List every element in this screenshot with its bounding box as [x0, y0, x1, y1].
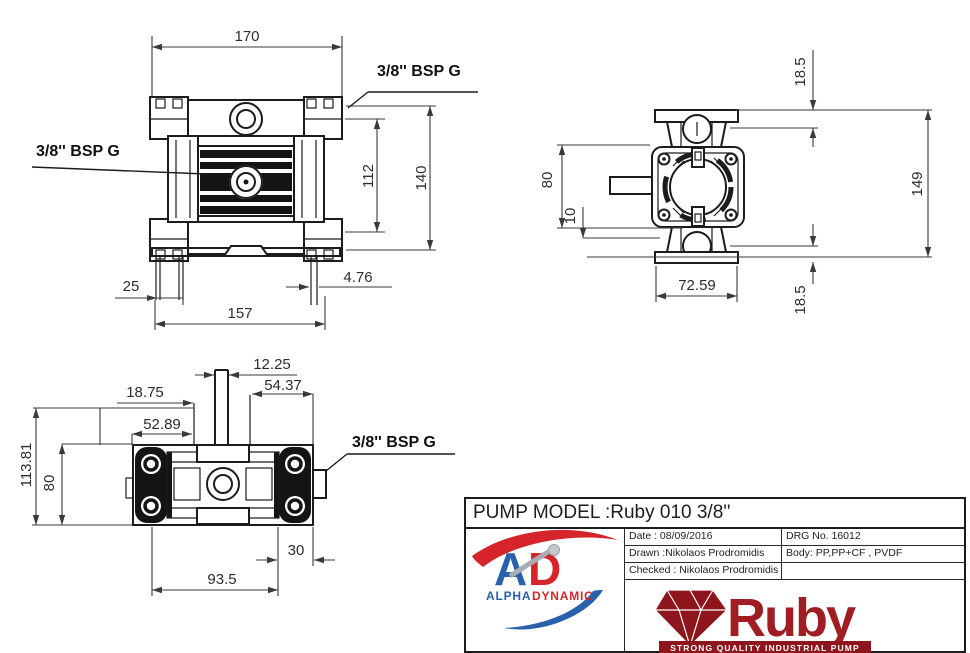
alphadynamic-red-swoosh [472, 529, 618, 567]
pump-model-title: PUMP MODEL :Ruby 010 3/8'' [466, 499, 964, 529]
side-dim-body-height: 80 [539, 172, 556, 189]
ruby-diamond-icon [654, 589, 728, 647]
alphadynamic-word-dynamic: DYNAMIC [532, 589, 594, 603]
title-block-row: Date : 08/09/2016 DRG No. 16012 [625, 529, 964, 546]
side-dim-height-overall: 149 [909, 171, 926, 196]
front-view: 170 112 140 3/8'' BSP G 3/8'' BSP G 25 [31, 28, 478, 330]
date-field: Date : 08/09/2016 [625, 529, 782, 545]
alphadynamic-word-alpha: ALPHA [486, 589, 531, 603]
side-dim-port-bottom: 18.5 [792, 285, 809, 314]
alphadynamic-logo-cell: D A ALPHA DYNAMIC [466, 529, 625, 653]
front-port-label-top: 3/8'' BSP G [377, 63, 461, 80]
front-dim-leg-thickness: 4.76 [343, 269, 372, 286]
ruby-logo-tagline: STRONG QUALITY INDUSTRIAL PUMP [670, 643, 859, 653]
side-view-dimensions: 18.5 149 18.5 80 10 72.59 [539, 50, 932, 315]
front-port-label-side: 3/8'' BSP G [36, 143, 120, 160]
top-view-pump-body [125, 369, 327, 526]
drg-no-field: DRG No. 16012 [786, 530, 861, 542]
ruby-logo-name: Ruby [727, 588, 856, 648]
side-view: 18.5 149 18.5 80 10 72.59 [539, 50, 932, 315]
ruby-tagline-banner [659, 641, 871, 653]
side-dim-port-top: 18.5 [792, 57, 809, 86]
alphadynamic-logo: D A ALPHA DYNAMIC [472, 529, 618, 630]
top-dim-foot-span: 93.5 [207, 571, 236, 588]
side-dim-flange-width: 72.59 [678, 277, 716, 294]
side-handle [609, 176, 653, 195]
ruby-diamond-facets [655, 589, 727, 647]
front-dim-height-inner: 112 [360, 164, 377, 188]
drawn-by-field: Drawn :Nikolaos Prodromidis [625, 546, 782, 562]
top-side-port [312, 469, 327, 499]
title-block-row: Checked : Nikolaos Prodromidis [625, 563, 964, 580]
body-material-field: Body: PP,PP+CF , PVDF [786, 547, 903, 559]
front-dim-width-bottom: 157 [227, 305, 252, 322]
top-dim-pipe-offset: 18.75 [126, 384, 164, 401]
front-dim-width-top: 170 [234, 28, 259, 45]
front-dim-height-overall: 140 [413, 165, 430, 190]
top-dim-body-depth: 80 [41, 475, 58, 492]
ruby-logo-area: Ruby STRONG QUALITY INDUSTRIAL PUMP [625, 580, 964, 653]
side-view-pump-body [609, 109, 745, 264]
side-dim-foot-step: 10 [562, 208, 579, 225]
top-center-port [206, 467, 240, 501]
empty-field [782, 563, 964, 579]
top-view-dimensions: 12.25 54.37 18.75 52.89 113.81 80 [18, 356, 455, 596]
title-block-row: Drawn :Nikolaos Prodromidis Body: PP,PP+… [625, 546, 964, 563]
top-dim-depth-overall: 113.81 [18, 443, 35, 488]
front-top-port [229, 102, 263, 136]
title-block: PUMP MODEL :Ruby 010 3/8'' D A ALPHA DYN… [464, 497, 966, 653]
checked-by-field: Checked : Nikolaos Prodromidis [625, 563, 782, 579]
top-view: 12.25 54.37 18.75 52.89 113.81 80 [18, 356, 455, 596]
top-dim-center-to-edge: 54.37 [264, 377, 302, 394]
top-dim-port-bore: 12.25 [253, 356, 291, 373]
front-view-dimensions: 170 112 140 3/8'' BSP G 3/8'' BSP G 25 [31, 28, 478, 330]
ruby-logo: Ruby STRONG QUALITY INDUSTRIAL PUMP [654, 588, 871, 653]
top-dim-body-to-pipe: 52.89 [143, 416, 181, 433]
alphadynamic-ball-icon [548, 544, 560, 556]
top-dim-edge-step: 30 [288, 542, 305, 559]
front-dim-foot-width: 25 [123, 278, 140, 295]
top-port-label: 3/8'' BSP G [352, 434, 436, 451]
front-view-pump-body [149, 96, 343, 305]
alphadynamic-blue-swoosh [504, 590, 603, 630]
